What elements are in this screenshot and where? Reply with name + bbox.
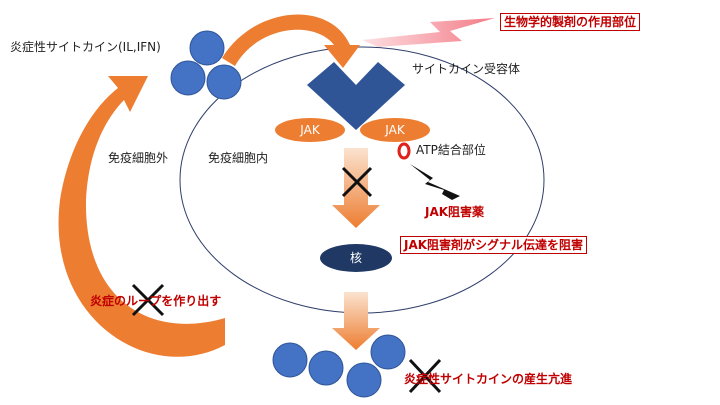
block-x-mark: [131, 283, 165, 317]
produced-cytokine-circle: [370, 334, 406, 370]
cytokine-circle: [170, 60, 206, 96]
produced-cytokine-circle: [308, 350, 344, 386]
atp-site-label: ATP結合部位: [416, 143, 486, 157]
block-x-mark: [341, 166, 373, 198]
inflammation-loop-arrow: [58, 76, 225, 357]
intracellular-label: 免疫細胞内: [208, 151, 269, 165]
nucleus-label: 核: [349, 251, 362, 265]
extracellular-label: 免疫細胞外: [108, 151, 169, 165]
biologic-site-label: 生物学的製剤の作用部位: [500, 13, 641, 31]
nucleus-shape: [320, 244, 392, 272]
block-x-mark: [408, 358, 442, 394]
receptor-label: サイトカイン受容体: [412, 62, 521, 76]
cytokine-circle: [189, 30, 225, 66]
cytokine-production-label: 炎症性サイトカインの産生亢進: [404, 372, 573, 386]
jak-right-label: JAK: [385, 123, 405, 137]
inflammation-loop-label: 炎症のループを作り出す: [90, 294, 222, 308]
biologic-lightning-icon: [362, 18, 495, 47]
jak-left-oval: [275, 118, 345, 142]
jak-inhibitor-lightning-icon: [410, 164, 460, 200]
cytokine-name-label: 炎症性サイトカイン(IL,IFN): [10, 40, 161, 54]
jak-left-label: JAK: [300, 123, 320, 137]
cytokine-receptor-shape: [307, 62, 405, 130]
output-down-arrow: [332, 292, 380, 350]
jak-right-oval: [360, 118, 430, 142]
signal-down-arrow: [332, 148, 380, 228]
cytokine-circle: [206, 64, 242, 100]
jak-inhibitor-label: JAK阻害薬: [425, 205, 485, 219]
produced-cytokine-circle: [272, 342, 308, 378]
signal-block-label: JAK阻害剤がシグナル伝達を阻害: [400, 236, 588, 254]
produced-cytokine-circle: [346, 362, 382, 398]
atp-binding-site-icon: [397, 142, 411, 160]
cytokine-binding-arrow: [222, 14, 360, 68]
